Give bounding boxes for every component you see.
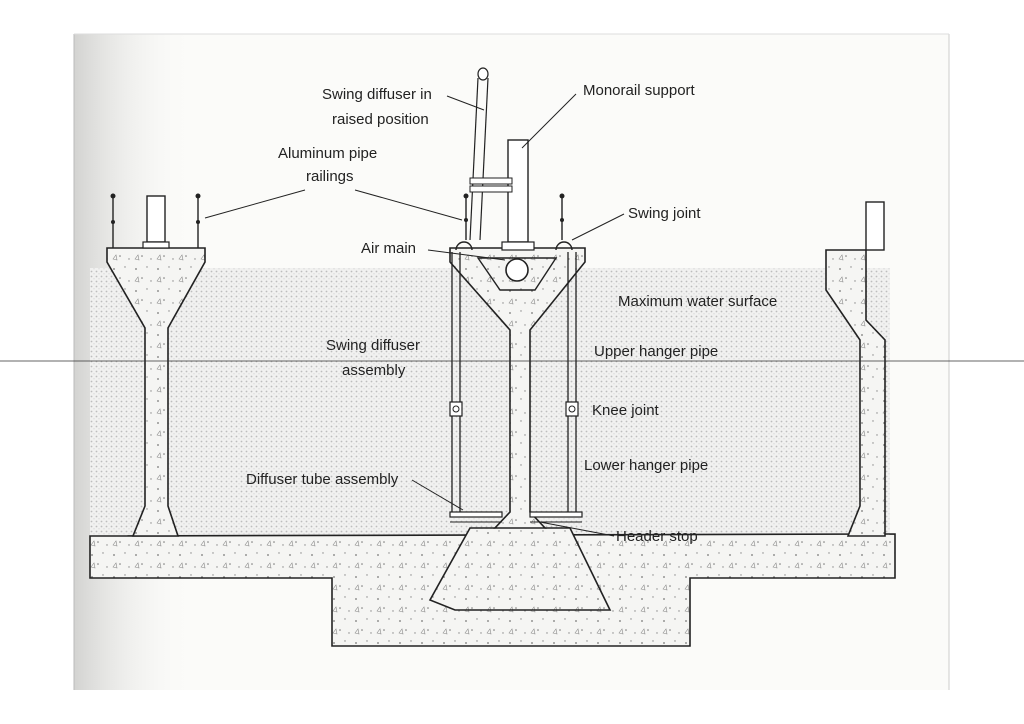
label-swing-assembly-2: assembly: [342, 362, 406, 379]
left-hanger-pipes: [449, 252, 463, 512]
label-swing-raised-1: Swing diffuser in: [322, 86, 432, 103]
center-railing: [463, 193, 565, 240]
label-knee-joint: Knee joint: [592, 402, 660, 419]
label-swing-assembly-1: Swing diffuser: [326, 337, 420, 354]
left-wall: [106, 247, 206, 537]
right-wall: [825, 249, 886, 537]
raised-swing-diffuser: [469, 67, 513, 241]
label-diffuser-tube-assembly: Diffuser tube assembly: [246, 471, 399, 488]
air-main-trough: [476, 257, 558, 291]
diffuser-tube-left: [449, 511, 503, 518]
leader-lines: [204, 93, 625, 537]
label-lower-hanger-pipe: Lower hanger pipe: [584, 457, 708, 474]
swing-joint-left: [455, 241, 473, 251]
right-hanger-pipes: [565, 252, 579, 512]
left-railing: [110, 193, 201, 248]
diffuser-tube-right: [529, 511, 583, 518]
label-upper-hanger-pipe: Upper hanger pipe: [594, 343, 718, 360]
center-pier: [449, 247, 586, 529]
label-air-main: Air main: [361, 240, 416, 257]
knee-joint-left: [449, 401, 463, 417]
label-railings-2: railings: [306, 168, 354, 185]
swing-joint-right: [555, 241, 573, 251]
air-main-pipe: [505, 258, 529, 282]
label-swing-raised-2: raised position: [332, 111, 429, 128]
label-railings-1: Aluminum pipe: [278, 145, 377, 162]
left-wall-post: [146, 195, 166, 243]
label-header-stop: Header stop: [616, 528, 698, 545]
right-wall-post: [865, 201, 885, 251]
label-swing-joint: Swing joint: [628, 205, 701, 222]
knee-joint-right: [565, 401, 579, 417]
label-max-water-surface: Maximum water surface: [618, 293, 777, 310]
label-monorail-support: Monorail support: [583, 82, 696, 99]
water-volume: [90, 268, 890, 540]
